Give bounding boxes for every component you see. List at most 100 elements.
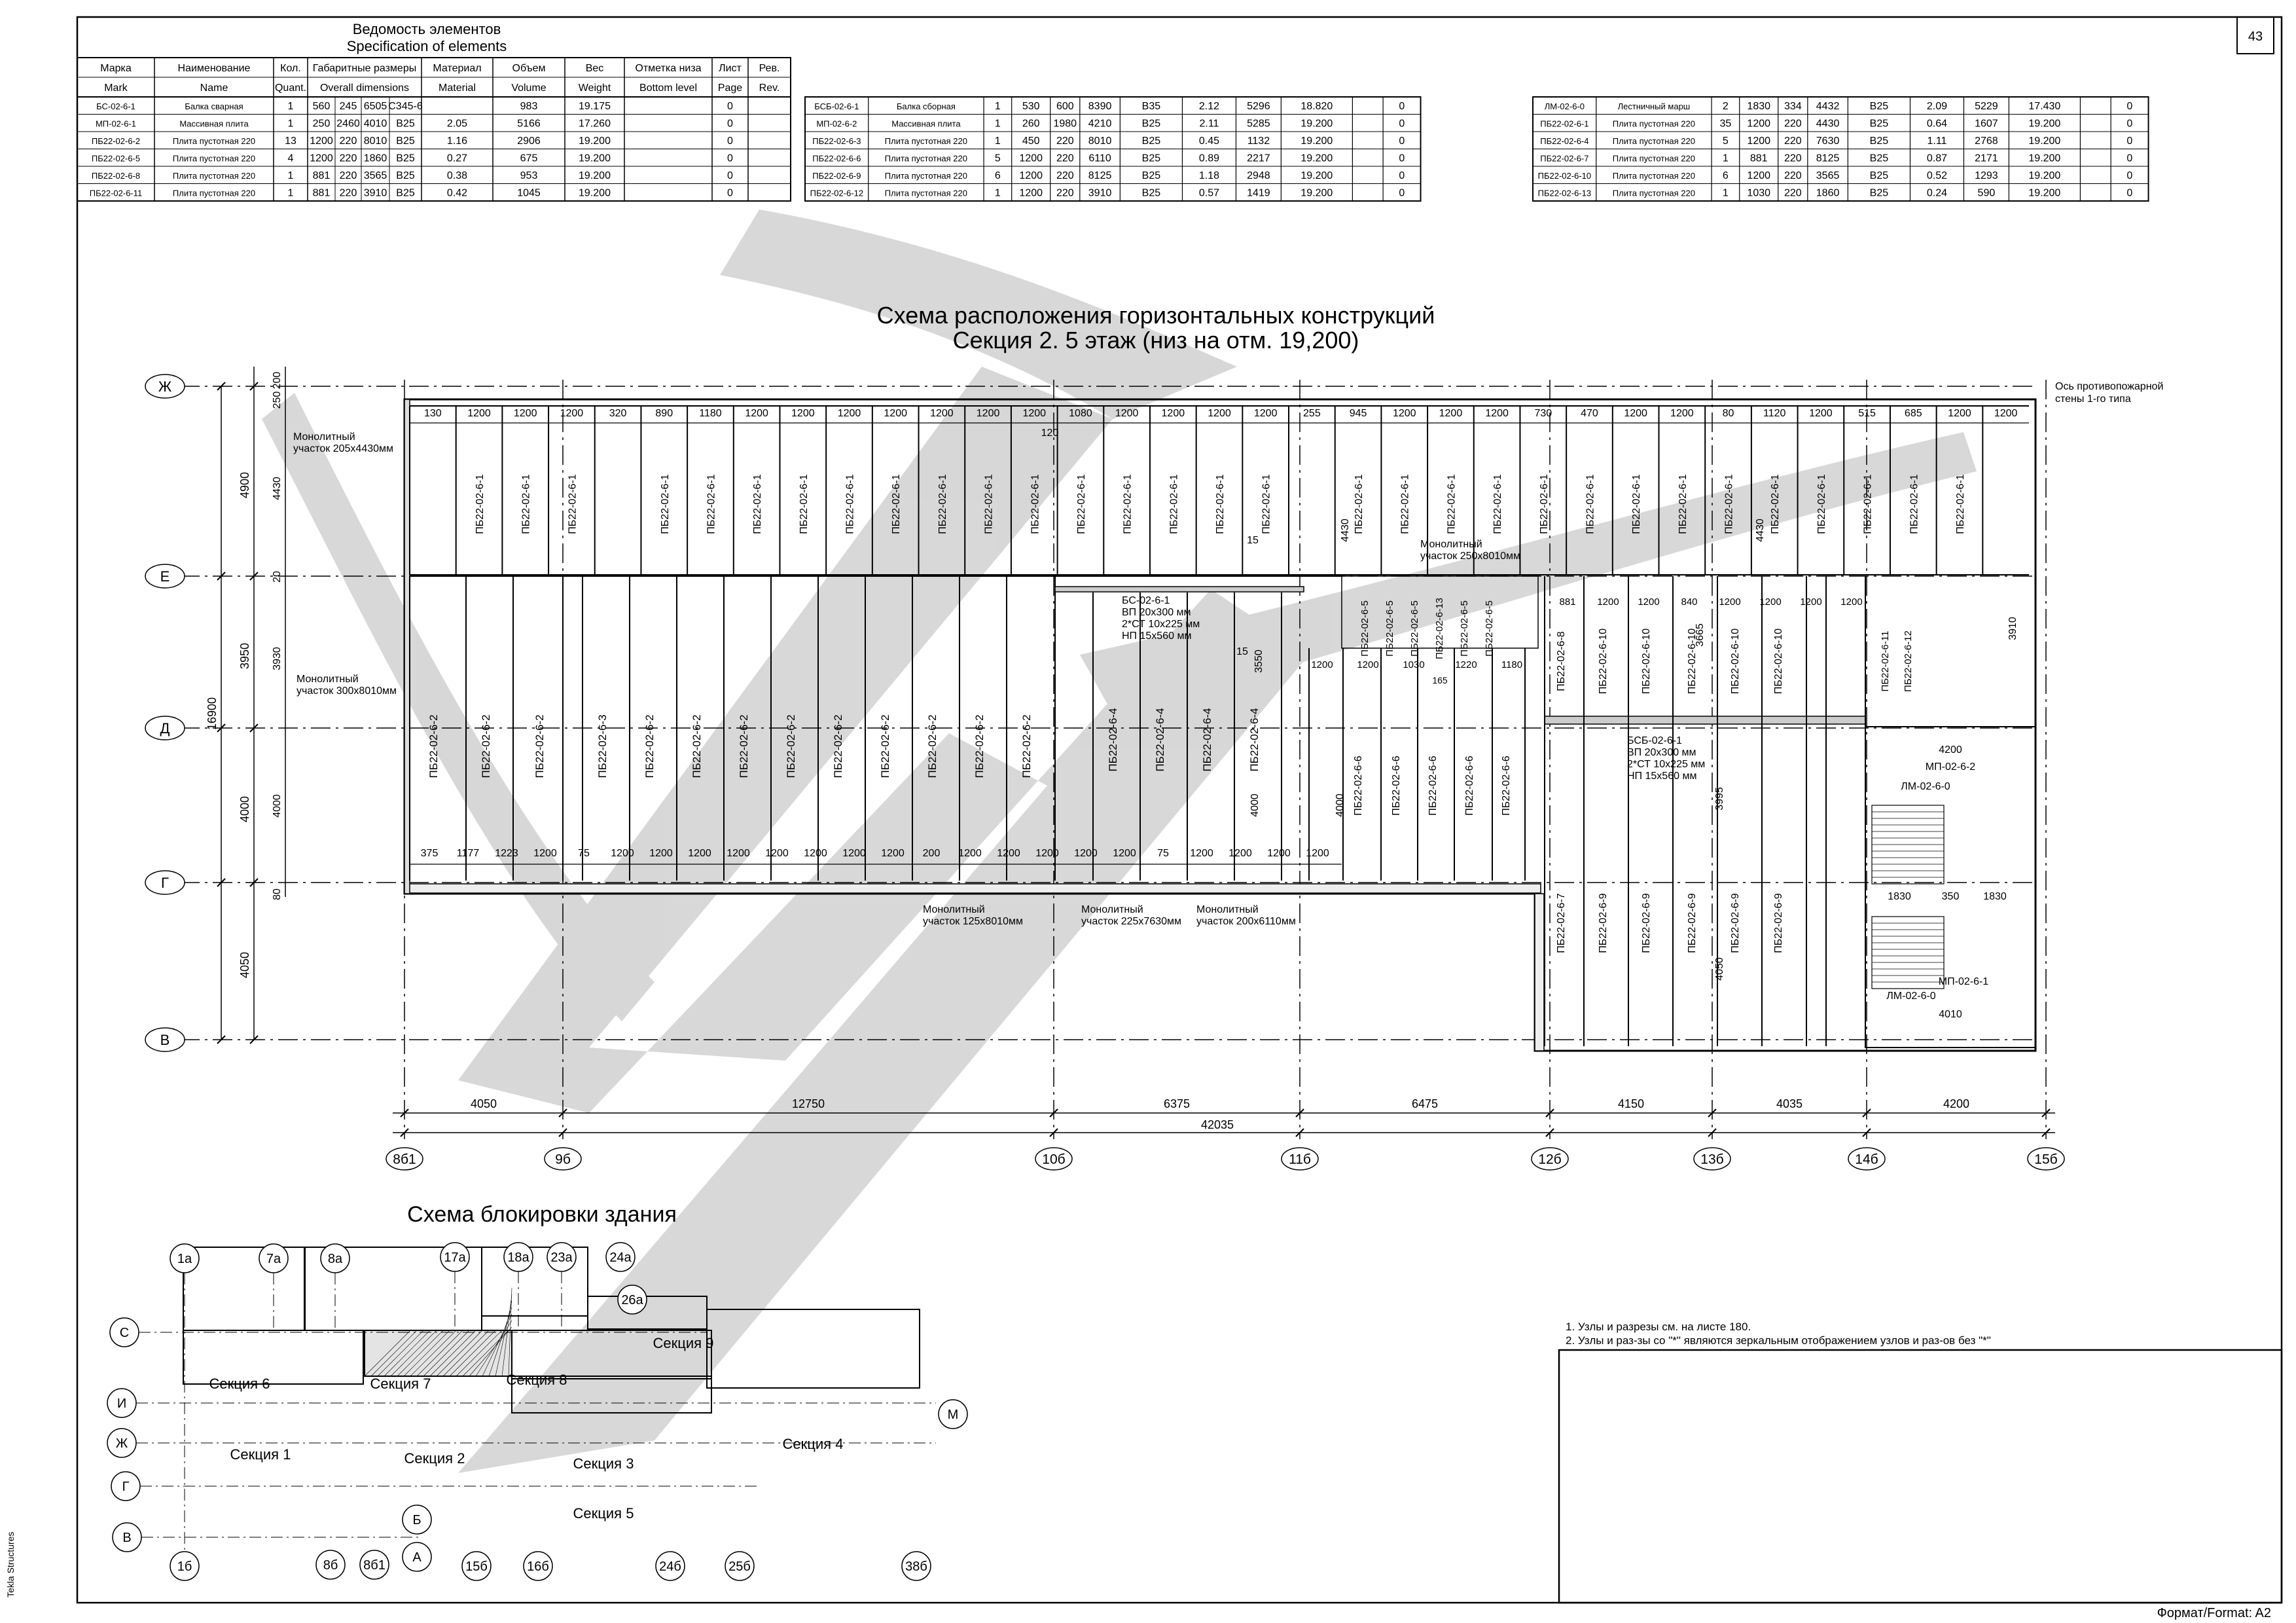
spec-cell: 220 (340, 170, 357, 181)
slab-mark: ПБ22-02-6-1 (1863, 474, 1874, 534)
spec-cell: 1 (995, 136, 1001, 147)
spec-cell: 4210 (1088, 119, 1112, 130)
spec-cell: 600 (1056, 101, 1074, 112)
spec-cell: 450 (1022, 136, 1040, 147)
slab-mark: ПБ22-02-6-1 (891, 474, 902, 534)
total-dimension: 42035 (1201, 1118, 1234, 1131)
left-dimension: 3950 (238, 643, 251, 669)
spec-cell: 530 (1022, 101, 1040, 112)
spec-cell: 881 (313, 170, 331, 181)
spec-cell: 5166 (517, 119, 541, 130)
dim-3995: 3995 (1714, 787, 1725, 811)
slab-width-top: 1200 (1624, 408, 1647, 419)
spec-cell: Плита пустотная 220 (1613, 136, 1695, 146)
slab-mark: ПБ22-02-6-1 (1492, 474, 1503, 534)
spec-cell: ПБ22-02-6-3 (812, 136, 861, 146)
slab-width: 840 (1681, 596, 1697, 608)
slab-mark: ПБ22-02-6-1 (1677, 474, 1689, 534)
sheet-number-box (2236, 16, 2274, 54)
slab-width-top: 1180 (699, 408, 722, 419)
slab-width-bottom: 75 (1157, 848, 1169, 859)
slab-width-top: 1200 (1948, 408, 1971, 419)
bay-dimension: 4050 (471, 1097, 497, 1110)
spec-cell: 245 (340, 101, 357, 112)
spec-cell: 1 (1723, 153, 1729, 164)
spec-cell: 19.200 (1300, 188, 1333, 199)
slab-width-top: 945 (1350, 408, 1367, 419)
axis-label: 8а (328, 1252, 343, 1266)
row-axis-bubble (145, 870, 185, 895)
spec-cell: 7630 (1816, 136, 1840, 147)
beam-note: 2*СТ 10х225 мм (1122, 619, 1200, 630)
slab-mark: ПБ22-02-6-2 (643, 714, 656, 778)
spec-cell: Плита пустотная 220 (885, 154, 967, 164)
slab-mark: ПБ22-02-6-1 (1724, 474, 1735, 534)
axis-label: М (948, 1408, 959, 1422)
slab-mark: ПБ22-02-6-5 (1484, 600, 1495, 657)
beam-note: БС-02-6-1 (1122, 595, 1170, 606)
spec-cell: 220 (340, 153, 357, 164)
detail-number: 15 (1236, 646, 1248, 657)
spec-cell: БС-02-6-1 (96, 101, 135, 111)
left-inner-dimension: 200 (272, 372, 283, 390)
slab-width-bottom: 1200 (1035, 848, 1059, 859)
section-label: Секция 3 (573, 1455, 634, 1472)
spec-cell: B25 (1142, 170, 1161, 181)
slab-width: 1200 (1638, 596, 1659, 608)
slab-width: 1200 (1357, 659, 1378, 670)
watermark-stroke (262, 393, 655, 1021)
axis-label: 15б (2034, 1152, 2057, 1167)
slab-width: 165 (1432, 675, 1448, 685)
spec-cell: ПБ22-02-6-12 (810, 189, 863, 198)
plan-title-2: Секция 2. 5 этаж (низ на отм. 19,200) (953, 327, 1359, 354)
spec-cell: B25 (1142, 188, 1161, 199)
bottom-monolith-band (404, 883, 1541, 894)
slab-mark: ПБ22-02-6-1 (1585, 474, 1596, 534)
col-axis-bubble (1035, 1147, 1073, 1171)
axis-label: Б (412, 1513, 421, 1527)
spec-cell: 19.200 (1300, 153, 1333, 164)
spec-cell: Массивная плита (891, 119, 961, 129)
axis-label: Г (122, 1480, 130, 1494)
axis-label: 25б (728, 1559, 751, 1574)
section-label: Секция 2 (404, 1450, 465, 1467)
slab-width-top: 1200 (1115, 408, 1139, 419)
bay-dimension: 4035 (1776, 1097, 1803, 1110)
spec-cell: 19.200 (579, 188, 611, 199)
left-inner-dimension: 250 (272, 392, 283, 409)
spec-cell: 560 (313, 101, 331, 112)
drawing-line (217, 723, 226, 733)
slab-mark: ПБ22-02-6-1 (1122, 474, 1134, 534)
left-inner-dimension: 20 (272, 571, 283, 583)
spec-cell: 1 (1723, 188, 1729, 199)
spec-cell: B25 (396, 188, 415, 199)
stair-mark: МП-02-6-2 (1926, 761, 1976, 773)
axis-label: 26а (621, 1293, 643, 1307)
drawing-line (2041, 1108, 2051, 1118)
stair-dim: 1830 (1888, 891, 1911, 902)
spec-cell: Лестничный марш (1618, 101, 1691, 111)
spec-cell: 4430 (1816, 119, 1840, 130)
col-axis-bubble (1848, 1147, 1886, 1171)
section-label: Секция 8 (507, 1372, 567, 1388)
spec-cell: 3910 (364, 188, 387, 199)
drawing-line (1708, 1108, 1717, 1118)
drawing-line (217, 1035, 226, 1044)
spec-cell: 19.200 (2028, 153, 2060, 164)
spec-cell: 220 (1784, 119, 1802, 130)
slab-width-top: 730 (1534, 408, 1552, 419)
slab-width-top: 1200 (791, 408, 815, 419)
bottom-axis-bubble (901, 1551, 931, 1581)
spec-cell: 8125 (1816, 153, 1840, 164)
row-axis-bubble (145, 564, 185, 589)
spec-header: Кол. (280, 63, 301, 74)
slab-width: 881 (1559, 596, 1575, 608)
drawing-line (436, 1330, 483, 1377)
slab-width: 1220 (1455, 659, 1477, 670)
spec-header: Mark (104, 82, 128, 94)
axis-label: С (120, 1326, 129, 1340)
slab-width-bottom: 1200 (842, 848, 866, 859)
drawing-line (462, 1330, 509, 1377)
spec-cell: 220 (1056, 153, 1074, 164)
